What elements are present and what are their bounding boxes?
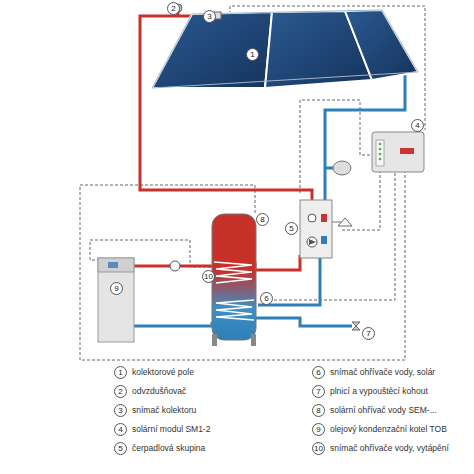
water-tank: [212, 214, 256, 346]
legend-text: kolektorové pole: [132, 366, 194, 379]
legend-number: 6: [312, 366, 325, 379]
expansion-vessel: [333, 161, 351, 175]
legend-number: 3: [114, 404, 127, 417]
legend-number: 8: [312, 404, 325, 417]
legend-text: solární modul SM1-2: [132, 423, 210, 436]
drain-valve: [352, 322, 360, 330]
cold-pipe: [134, 72, 405, 326]
callout-number: 1: [246, 48, 259, 61]
legend-number: 4: [114, 423, 127, 436]
legend-text: čerpadlová skupina: [132, 442, 205, 455]
callout-number: 8: [256, 213, 269, 226]
legend-text: snímač ohřívače vody, vytápění: [330, 442, 449, 455]
callout-number: 5: [285, 222, 298, 235]
legend-number: 9: [312, 423, 325, 436]
legend-number: 10: [312, 442, 325, 455]
legend-number: 5: [114, 442, 127, 455]
callout-number: 6: [260, 292, 273, 305]
legend-number: 7: [312, 385, 325, 398]
pump-group: [300, 200, 352, 258]
callout-number: 10: [202, 270, 215, 283]
solar-module: [372, 132, 424, 172]
callout-number: 4: [411, 119, 424, 132]
legend-text: plnicí a vypouštěcí kohout: [330, 385, 428, 398]
callout-number: 7: [362, 327, 375, 340]
legend-number: 2: [114, 385, 127, 398]
boiler-pump: [170, 261, 180, 271]
collector-field: [152, 10, 418, 88]
legend-text: snímač ohřívače vody, solár: [330, 366, 435, 379]
legend-text: snímač kolektoru: [132, 404, 196, 417]
callout-number: 3: [203, 10, 216, 23]
legend-text: solární ohřívač vody SEM-...: [330, 404, 437, 417]
callout-number: 2: [167, 2, 180, 15]
legend-number: 1: [114, 366, 127, 379]
legend-text: olejový kondenzační kotel TOB: [330, 423, 447, 436]
callout-number: 9: [110, 282, 123, 295]
boiler: [98, 258, 134, 342]
sensor-wire: [80, 6, 425, 360]
legend-text: odvzdušňovač: [132, 385, 186, 398]
